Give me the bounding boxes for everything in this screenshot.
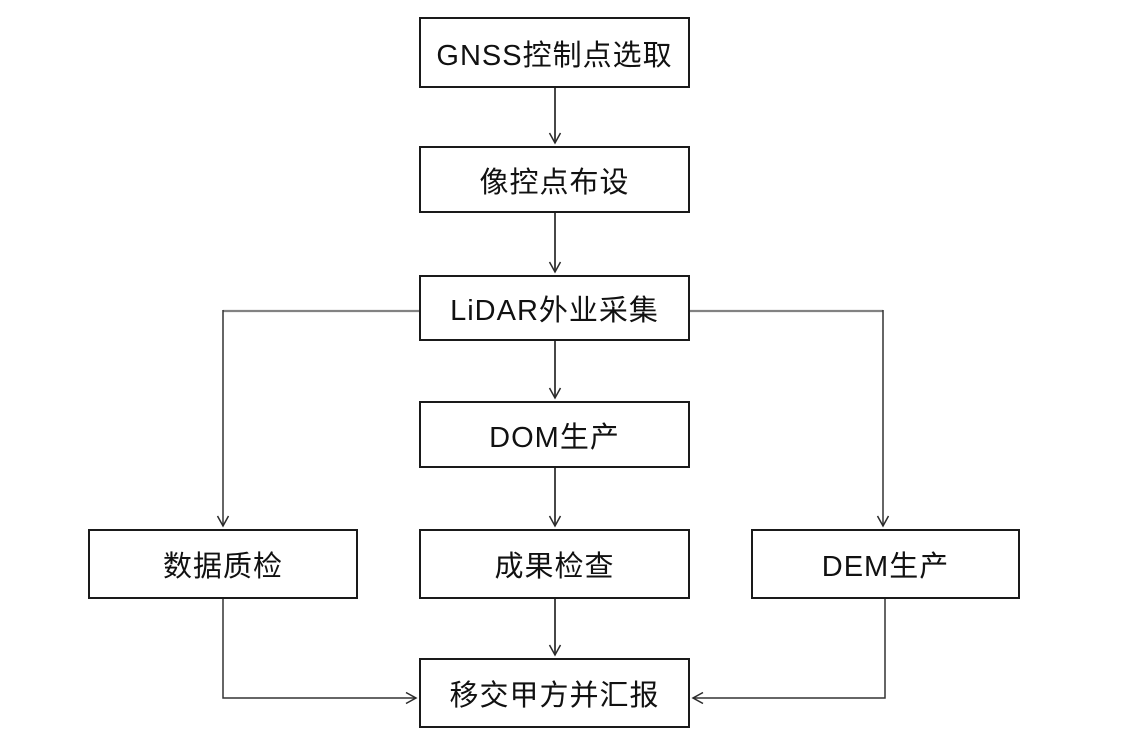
node-data-quality-check: 数据质检 bbox=[88, 529, 358, 599]
node-dem-production: DEM生产 bbox=[751, 529, 1020, 599]
node-result-inspection: 成果检查 bbox=[419, 529, 690, 599]
node-handover-to-client-and-report: 移交甲方并汇报 bbox=[419, 658, 690, 728]
node-gnss-control-point-selection: GNSS控制点选取 bbox=[419, 17, 690, 88]
edge-dem-to-handover bbox=[691, 599, 886, 705]
node-lidar-field-collection: LiDAR外业采集 bbox=[419, 275, 690, 341]
node-image-control-point-layout: 像控点布设 bbox=[419, 146, 690, 213]
node-dom-production: DOM生产 bbox=[419, 401, 690, 468]
edge-quality-to-handover bbox=[222, 599, 418, 705]
